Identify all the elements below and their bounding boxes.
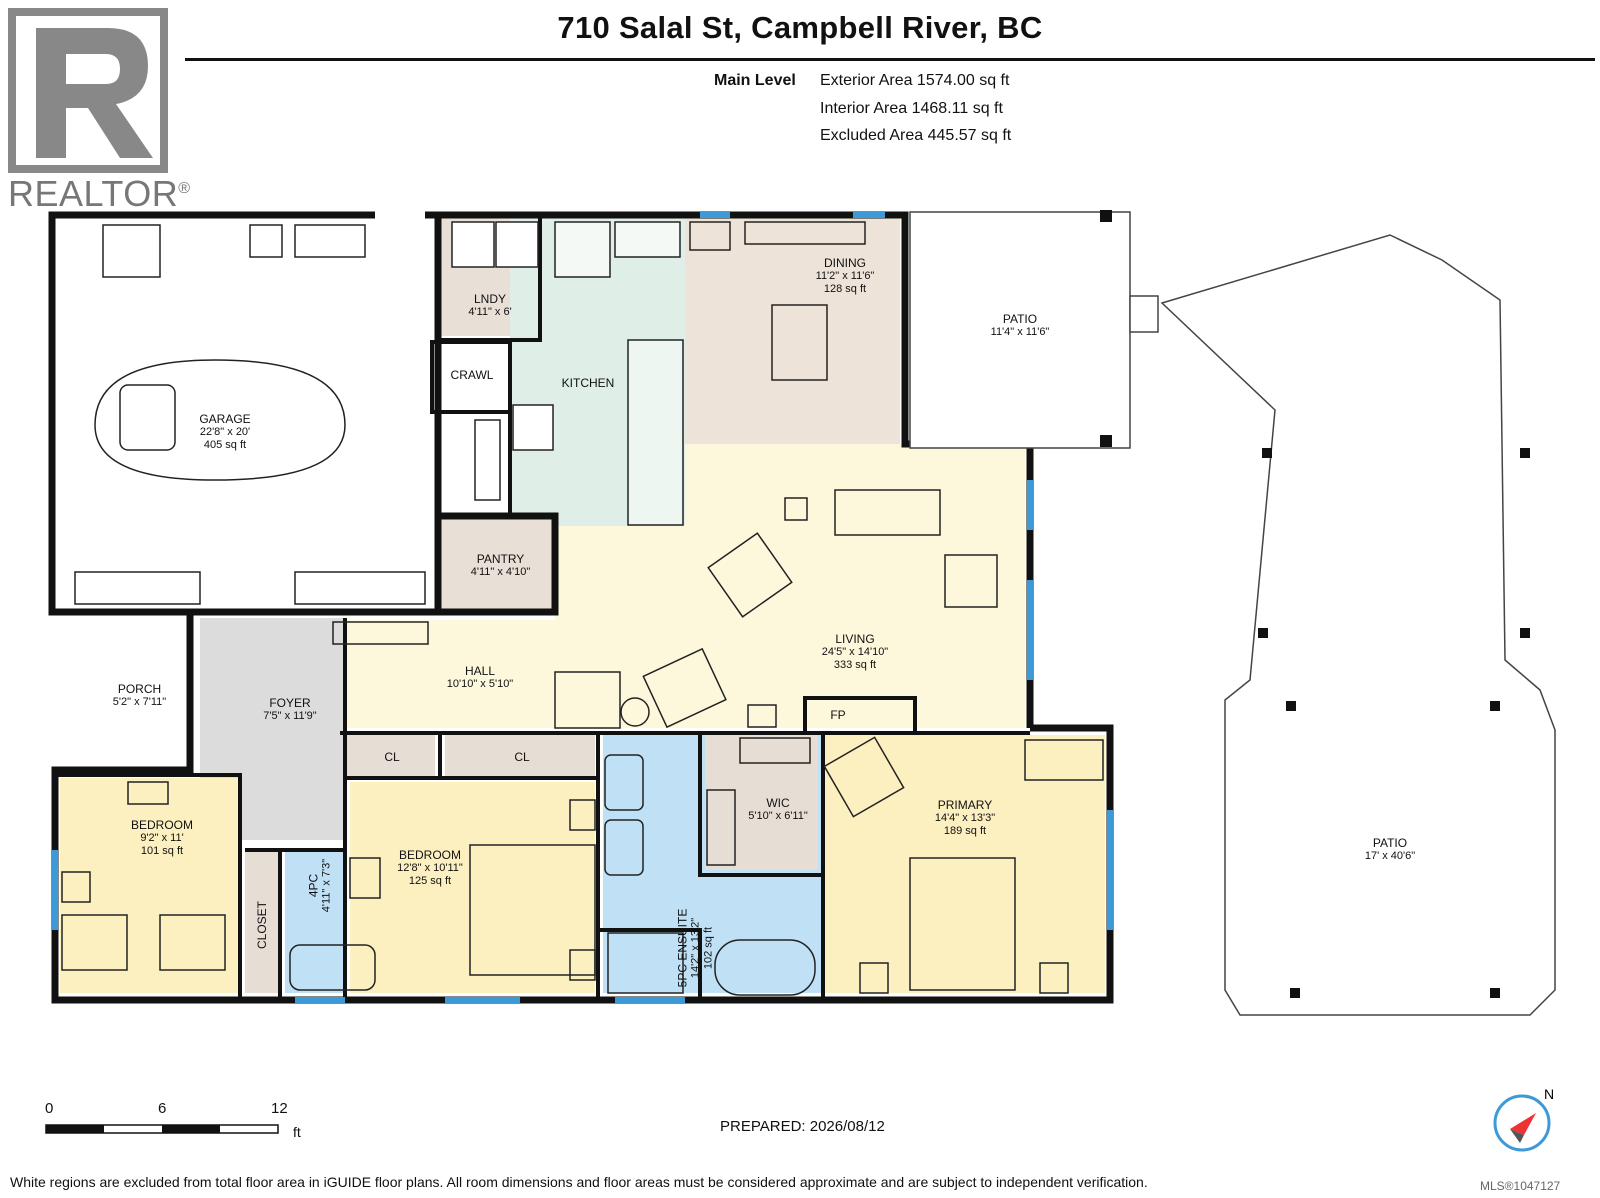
room-kitchen: KITCHEN [561,376,615,390]
closet2-fill [445,735,595,777]
closet-fill [245,852,279,993]
wall-north [425,211,1034,728]
room-pantry: PANTRY 4'11" x 4'10" [470,552,531,578]
prepared-date: PREPARED: 2026/08/12 [720,1118,885,1135]
wall-garage-south [52,512,559,616]
level-name: Main Level [714,72,796,89]
scale-tick-0: 0 [45,1100,54,1117]
scale-graphic [45,1124,279,1134]
scale-unit: ft [293,1124,301,1140]
bedroom1-fill [60,778,240,993]
room-cl1: CL [384,750,400,764]
disclaimer: White regions are excluded from total fl… [10,1174,1148,1190]
room-dining: DINING 11'2" x 11'6" 128 sq ft [815,256,875,295]
mls-number: MLS®1047127 [1480,1179,1561,1193]
room-living: LIVING 24'5" x 14'10" 333 sq ft [821,632,889,671]
compass-icon: N [1493,1086,1554,1152]
dining-fill [685,218,900,444]
windows [52,212,1113,1003]
compass-label: N [1544,1086,1554,1102]
closet1-fill [347,735,435,777]
4pc-fill [285,852,345,993]
fireplace [803,696,917,735]
room-lndy: LNDY 4'11" x 6' [468,292,512,318]
primary-fill [825,735,1105,993]
exterior-area: Exterior Area 1574.00 sq ft [820,72,1010,89]
room-hall: HALL 10'10" x 5'10" [446,664,514,690]
bedroom2-fill [350,782,595,993]
living-fill [340,444,1025,728]
room-closet: CLOSET [255,901,269,950]
room-foyer: FOYER 7'5" x 11'9" [263,696,317,722]
wall-wic [698,733,823,877]
realtor-wordmark: REALTOR® [8,173,191,214]
title-rule [185,58,1595,61]
scale-tick-12: 12 [271,1100,288,1117]
pantry-fill [440,516,555,614]
room-patio1: PATIO 11'4" x 11'6" [990,312,1050,338]
patio-post-connector [1129,295,1159,333]
wall-bed1 [55,773,242,1000]
furniture [61,221,1104,996]
patio1-outline [909,211,1131,449]
room-4pc: 4PC 4'11" x 7'3" [306,858,333,913]
room-porch: PORCH 5'2" x 7'11" [112,682,167,708]
interior-area: Interior Area 1468.11 sq ft [820,100,1003,117]
patio-posts [1100,210,1530,998]
room-ensuite: 5PC ENSUITE 14'2" x 13'2" 102 sq ft [675,908,715,988]
room-bedroom1: BEDROOM 9'2" x 11' 101 sq ft [130,818,193,857]
realtor-logo [8,8,168,173]
wall-southwest [51,612,1114,1004]
room-patio2: PATIO 17' x 40'6" [1364,836,1416,862]
wic-fill [705,735,818,870]
room-crawl: CRAWL [450,368,494,382]
room-wic: WIC 5'10" x 6'11" [748,796,808,822]
room-garage: GARAGE 22'8" x 20' 405 sq ft [199,412,251,451]
patio2-outline [1160,234,1556,1016]
room-cl2: CL [514,750,530,764]
room-primary: PRIMARY 14'4" x 13'3" 189 sq ft [934,798,996,837]
wall-ensuite [598,928,702,1000]
scale-tick-6: 6 [158,1100,167,1117]
page-title: 710 Salal St, Campbell River, BC [557,10,1043,45]
room-fp: FP [830,708,846,722]
excluded-area: Excluded Area 445.57 sq ft [820,127,1012,144]
room-bedroom2: BEDROOM 12'8" x 10'11" 125 sq ft [397,848,463,887]
